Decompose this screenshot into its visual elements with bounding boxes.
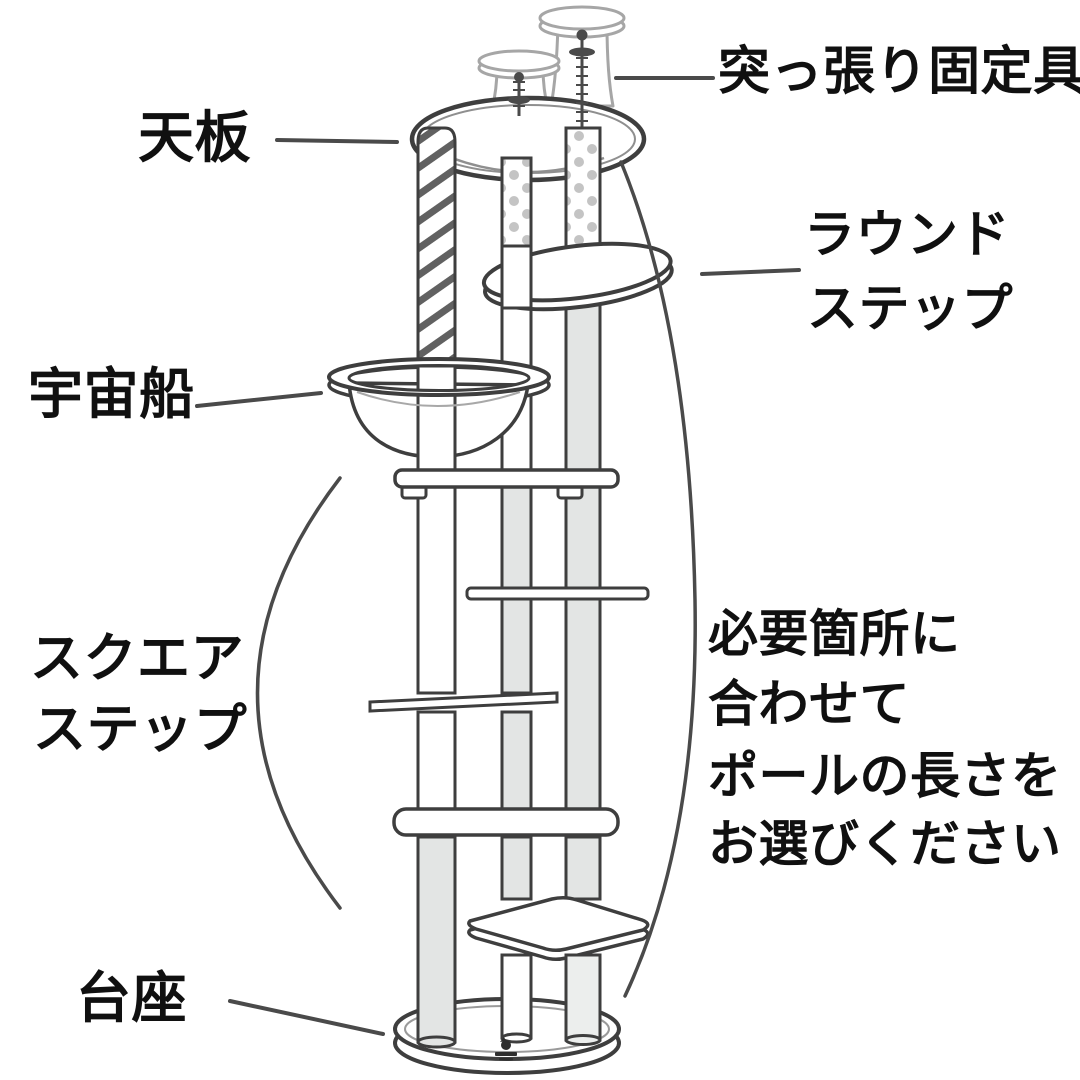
tension-rod-front <box>508 72 530 116</box>
label-tension-fixture: 突っ張り固定具 <box>718 44 1080 101</box>
label-round-step-line1: ラウンド <box>804 208 1011 264</box>
label-note-line3: ポールの長さを <box>708 748 1062 804</box>
square-step-3 <box>368 691 559 713</box>
leader-base <box>228 999 385 1036</box>
label-note-line2: 合わせて <box>708 676 910 732</box>
label-note-line4: お選びください <box>708 816 1062 872</box>
leader-spaceship <box>195 391 323 408</box>
brand-logo <box>495 1037 517 1061</box>
label-note-line1: 必要箇所に <box>708 606 961 662</box>
label-round-step-line2: ステップ <box>807 282 1014 338</box>
square-step-2 <box>465 586 650 601</box>
leader-top-board <box>275 138 399 144</box>
square-platform <box>467 895 650 962</box>
label-square-step-line2: ステップ <box>33 701 248 759</box>
arc-pole-range <box>619 160 697 998</box>
spaceship-bowl <box>327 357 551 473</box>
label-spaceship: 宇宙船 <box>28 364 195 425</box>
leader-round-step <box>700 268 801 276</box>
pole-bottom-segments <box>416 835 602 1049</box>
square-step-4 <box>392 807 620 837</box>
label-base: 台座 <box>76 968 188 1029</box>
pole-middle-front-segment <box>500 244 533 310</box>
square-step-1 <box>393 468 620 500</box>
pole-left-through-bowl <box>416 364 457 473</box>
brace-square-steps <box>255 476 342 910</box>
label-square-step-line1: スクエア <box>30 630 245 688</box>
label-top-board: 天板 <box>138 108 252 170</box>
